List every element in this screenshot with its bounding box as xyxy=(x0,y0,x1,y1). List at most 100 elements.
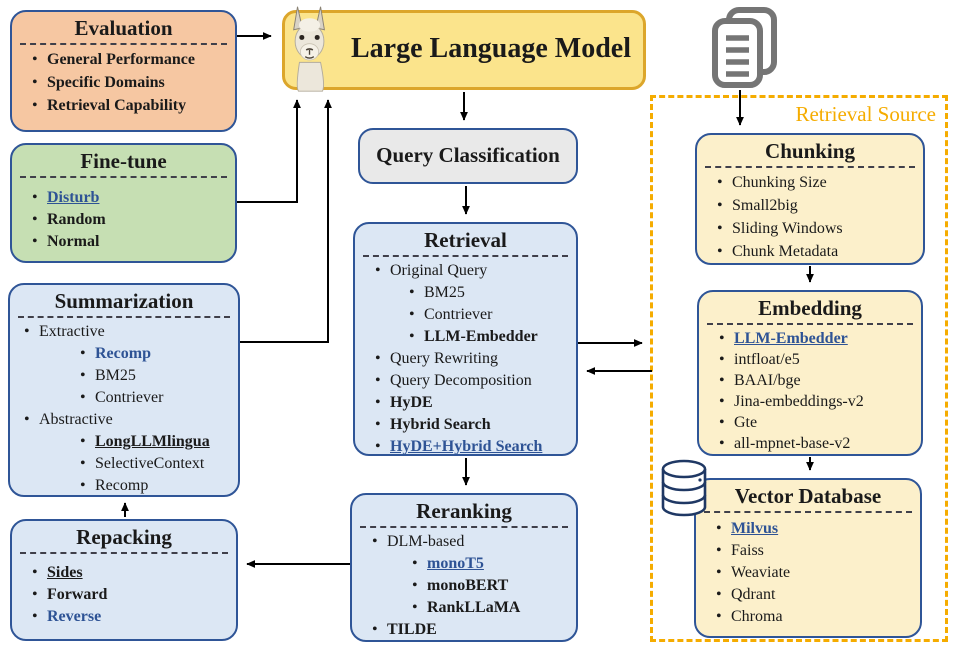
fine-tune-items: • Disturb •Random • Normal xyxy=(12,187,235,253)
bullet-icon: • xyxy=(719,330,725,347)
evaluation-items: •General Performance•Specific Domains•Re… xyxy=(12,48,235,117)
item-label: RankLLaMA xyxy=(427,599,521,616)
title-separator xyxy=(707,323,913,325)
bullet-icon: • xyxy=(719,393,725,410)
list-item: •Original Query xyxy=(375,260,572,282)
bullet-icon: • xyxy=(32,233,38,250)
list-item: • Disturb xyxy=(32,187,231,209)
list-item: •intfloat/e5 xyxy=(719,349,917,370)
bullet-icon: • xyxy=(80,389,86,406)
query-classification-title: Query Classification xyxy=(376,143,560,167)
list-item: •Random xyxy=(32,209,231,231)
bullet-icon: • xyxy=(719,435,725,452)
bullet-icon: • xyxy=(32,564,38,581)
title-separator xyxy=(360,526,568,528)
item-label: Qdrant xyxy=(731,586,776,603)
item-label: Abstractive xyxy=(39,411,113,428)
repacking-items: •Sides•Forward•Reverse xyxy=(12,562,236,628)
item-label: Query Decomposition xyxy=(390,372,532,389)
repacking-box: Repacking •Sides•Forward•Reverse xyxy=(10,519,238,641)
item-label: Extractive xyxy=(39,323,105,340)
item-label: Sides xyxy=(47,564,83,581)
bullet-icon: • xyxy=(717,174,723,191)
item-label: Contriever xyxy=(95,389,164,406)
bullet-icon: • xyxy=(716,586,722,603)
item-label: Faiss xyxy=(731,542,764,559)
list-item: •Small2big xyxy=(717,194,919,217)
bullet-icon: • xyxy=(717,197,723,214)
item-label: Sliding Windows xyxy=(732,220,843,237)
list-item: •Abstractive xyxy=(24,409,234,431)
embedding-items: • LLM-Embedder •intfloat/e5•BAAI/bge • Jina-… xyxy=(699,328,921,454)
list-item: •Specific Domains xyxy=(32,71,231,94)
list-item: •BAAI/bge xyxy=(719,370,917,391)
list-item: • LLM-Embedder xyxy=(719,328,917,349)
fine-tune-title: Fine-tune xyxy=(80,149,167,173)
item-label: General Performance xyxy=(47,51,195,68)
list-item: •General Performance xyxy=(32,48,231,71)
bullet-icon: • xyxy=(372,533,378,550)
item-label: SelectiveContext xyxy=(95,455,205,472)
bullet-icon: • xyxy=(80,455,86,472)
large-language-model-box: Large Language Model xyxy=(282,10,646,90)
list-item: •Faiss xyxy=(716,540,916,562)
item-label: Contriever xyxy=(424,306,493,323)
item-label: Forward xyxy=(47,586,108,603)
list-item: •Recomp xyxy=(80,343,234,365)
list-item: •monoBERT xyxy=(412,575,572,597)
item-label: monoT5 xyxy=(427,555,484,572)
item-label: Random xyxy=(47,211,106,228)
bullet-icon: • xyxy=(80,367,86,384)
item-label: LLM-Embedder xyxy=(734,330,848,347)
item-label: LongLLMlingua xyxy=(95,433,210,450)
item-label: HyDE+Hybrid Search xyxy=(390,438,543,455)
list-item: •Sliding Windows xyxy=(717,217,919,240)
item-label: all-mpnet-base-v2 xyxy=(734,435,851,452)
item-label: Chunking Size xyxy=(732,174,827,191)
repacking-title: Repacking xyxy=(76,525,172,549)
list-item: • Jina-embeddings-v2 xyxy=(719,391,917,412)
bullet-icon: • xyxy=(24,323,30,340)
title-separator xyxy=(20,552,228,554)
title-separator xyxy=(704,511,912,513)
bullet-icon: • xyxy=(412,577,418,594)
bullet-icon: • xyxy=(375,372,381,389)
item-label: Query Rewriting xyxy=(390,350,498,367)
bullet-icon: • xyxy=(375,394,381,411)
list-item: • Extractive xyxy=(24,321,234,343)
title-separator xyxy=(18,316,230,318)
item-label: Disturb xyxy=(47,189,100,206)
item-label: Jina-embeddings-v2 xyxy=(734,393,864,410)
item-label: Hybrid Search xyxy=(390,416,491,433)
list-item: •Retrieval Capability xyxy=(32,94,231,117)
item-label: DLM-based xyxy=(387,533,465,550)
summarization-title: Summarization xyxy=(54,289,194,313)
item-label: Recomp xyxy=(95,345,151,362)
list-item: • Contriever xyxy=(80,387,234,409)
retrieval-source-region: Retrieval Source xyxy=(650,95,948,642)
item-label: TILDE xyxy=(387,621,437,638)
summarization-box: Summarization •Extractive•Recomp•BM25•Co… xyxy=(8,283,240,497)
list-item: •RankLLaMA xyxy=(412,597,572,619)
list-item: •Chunk Metadata xyxy=(717,240,919,263)
list-item: •Query Rewriting xyxy=(375,348,572,370)
list-item: • DLM-based xyxy=(372,531,572,553)
bullet-icon: • xyxy=(32,189,38,206)
item-label: Normal xyxy=(47,233,100,250)
documents-icon xyxy=(712,7,777,88)
list-item: •Weaviate xyxy=(716,562,916,584)
bullet-icon: • xyxy=(80,477,86,494)
chunking-title: Chunking xyxy=(765,139,855,163)
bullet-icon: • xyxy=(375,416,381,433)
item-label: Chroma xyxy=(731,608,783,625)
item-label: BM25 xyxy=(95,367,136,384)
retrieval-box: Retrieval •Original Query•BM25•Contrieve… xyxy=(353,222,578,456)
list-item: •Milvus xyxy=(716,518,916,540)
title-separator xyxy=(20,176,227,178)
item-label: Gte xyxy=(734,414,758,431)
list-item: •BM25 xyxy=(409,282,572,304)
list-item: •Forward xyxy=(32,584,232,606)
evaluation-box: Evaluation •General Performance•Specific… xyxy=(10,10,237,132)
title-separator xyxy=(705,166,915,168)
